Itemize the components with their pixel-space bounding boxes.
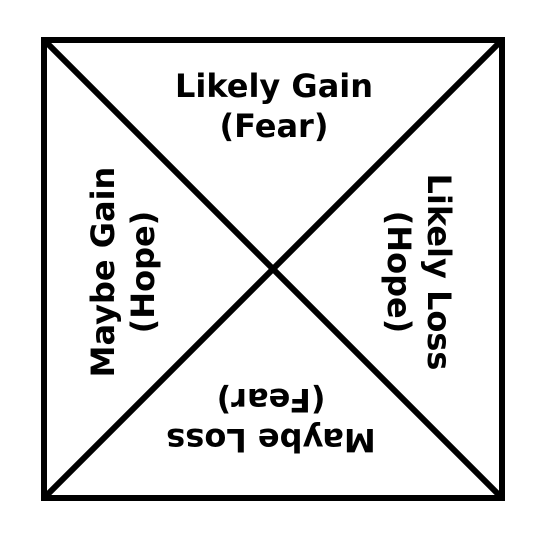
quadrant-right-line2: (Hope) [380,210,418,334]
quadrant-right-label: Likely Loss (Hope) [379,174,459,371]
quadrant-bottom-line2: (Fear) [216,381,326,419]
quadrant-top-label: Likely Gain (Fear) [175,66,373,146]
quadrant-bottom-label: Maybe Loss (Fear) [166,380,376,460]
quadrant-left-label: Maybe Gain (Hope) [83,167,163,378]
quadrant-left-line1: Maybe Gain [84,166,122,378]
quadrant-top-line2: (Fear) [219,107,329,145]
quadrant-right-line1: Likely Loss [420,173,458,371]
quadrant-left-line2: (Hope) [124,210,162,334]
diagonal-top-right-to-bottom-left [41,37,505,501]
outer-square [41,37,505,501]
quadrant-bottom-line1: Maybe Loss [166,421,376,459]
quadrant-top-line1: Likely Gain [174,67,374,105]
